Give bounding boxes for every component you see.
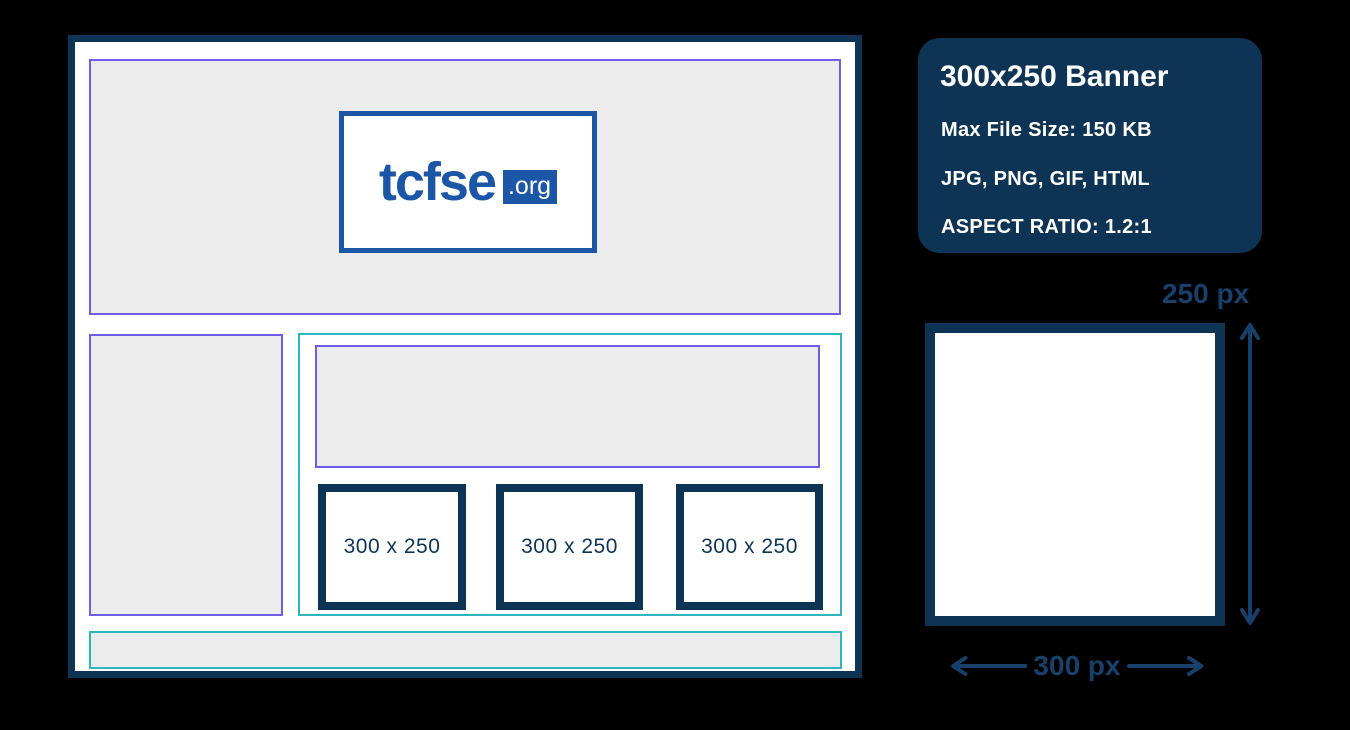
content-area: 300 x 250 300 x 250 300 x 250 — [298, 333, 842, 616]
left-arrow-icon — [951, 656, 1028, 676]
spec-panel: 300x250 Banner Max File Size: 150 KB JPG… — [918, 38, 1262, 253]
spec-panel-title: 300x250 Banner — [940, 60, 1169, 93]
height-dimension-label: 250 px — [1162, 278, 1250, 309]
logo-tld-badge: .org — [502, 170, 558, 204]
logo-text: tcfse — [378, 152, 497, 212]
site-logo: tcfse .org — [378, 152, 558, 212]
spec-max-file-size: Max File Size: 150 KB — [941, 119, 1152, 141]
vertical-double-arrow-icon — [1240, 323, 1260, 625]
footer-placeholder — [89, 631, 842, 669]
ad-slot-1: 300 x 250 — [318, 484, 466, 610]
header-banner-placeholder: tcfse .org — [89, 59, 841, 315]
right-arrow-icon — [1126, 656, 1203, 676]
spec-aspect-ratio: ASPECT RATIO: 1.2:1 — [941, 216, 1152, 238]
content-banner-placeholder — [315, 345, 820, 468]
spec-file-formats: JPG, PNG, GIF, HTML — [941, 168, 1151, 190]
width-dimension-label: 300 px — [1033, 650, 1121, 681]
sidebar-placeholder — [89, 334, 283, 616]
banner-preview-box — [925, 323, 1225, 626]
website-wireframe: tcfse .org 300 x 250 300 x 250 300 x 250 — [68, 35, 862, 678]
ad-slot-2: 300 x 250 — [496, 484, 643, 610]
site-logo-box: tcfse .org — [339, 111, 597, 253]
width-dimension: 300 px — [946, 648, 1208, 684]
ad-slot-3: 300 x 250 — [676, 484, 823, 610]
